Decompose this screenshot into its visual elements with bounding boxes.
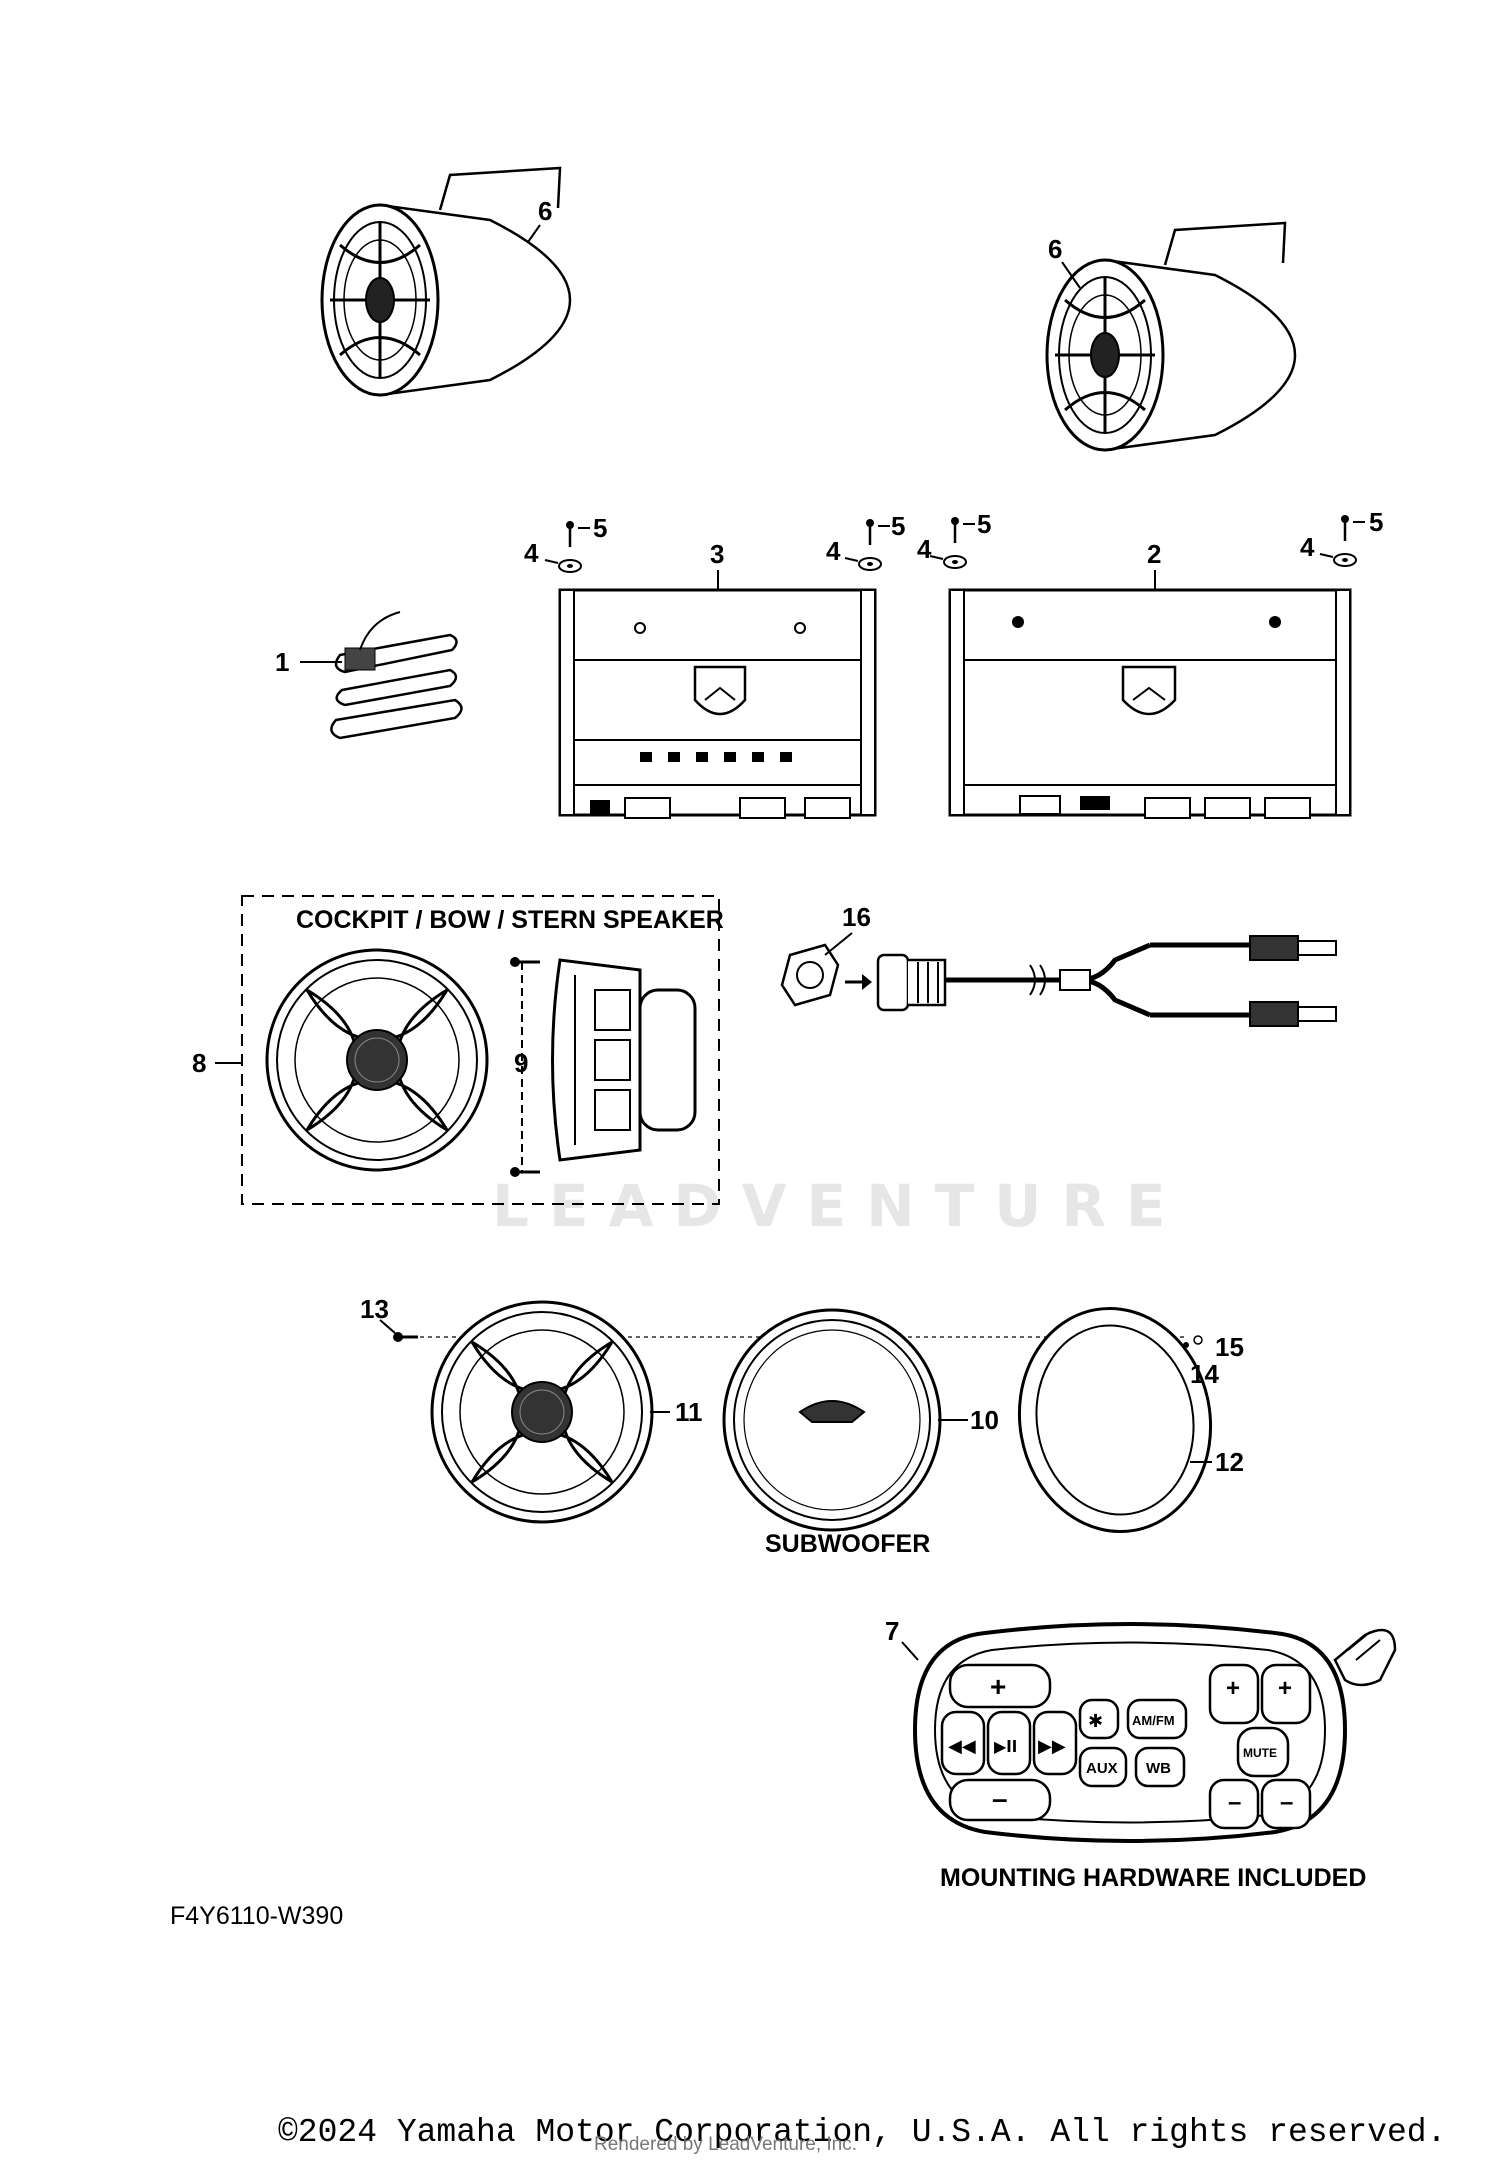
remote-mute-label: MUTE [1243, 1746, 1277, 1760]
callout-1: 1 [275, 647, 289, 677]
callout-4d: 4 [1300, 532, 1315, 562]
callout-3: 3 [710, 539, 724, 569]
callout-12: 12 [1215, 1447, 1244, 1477]
wiring-harness [330, 611, 463, 740]
svg-text:+: + [1278, 1675, 1292, 1702]
svg-text:▶▶: ▶▶ [1038, 1736, 1066, 1757]
mounting-hardware-label: MOUNTING HARDWARE INCLUDED [940, 1864, 1366, 1892]
remote-mute-button [1236, 1726, 1290, 1778]
callout-5b: 5 [891, 511, 905, 541]
speaker-grille-part-11 [430, 1300, 654, 1524]
callout-7: 7 [885, 1616, 899, 1646]
callout-6-right: 6 [1048, 234, 1062, 264]
svg-text:–: – [1280, 1789, 1293, 1816]
svg-text:–: – [992, 1783, 1008, 1814]
amplifier-part-3 [558, 588, 877, 819]
callout-13: 13 [360, 1294, 389, 1324]
svg-text:◀◀: ◀◀ [948, 1736, 976, 1757]
callout-9: 9 [514, 1048, 528, 1078]
callout-4b: 4 [826, 536, 841, 566]
remote-bluetooth-button [1078, 1698, 1120, 1740]
subwoofer-part-10 [722, 1308, 942, 1532]
amplifier-part-2 [948, 588, 1352, 819]
callout-5c: 5 [977, 509, 991, 539]
svg-text:+: + [990, 1671, 1006, 1702]
mounting-screws-part-9 [510, 957, 540, 1177]
copyright-notice: ©2024 Yamaha Motor Corporation, U.S.A. A… [278, 2114, 1447, 2151]
svg-text:▶ll: ▶ll [994, 1737, 1017, 1756]
svg-text:–: – [1228, 1789, 1241, 1816]
remote-control-part-7: + ◀◀ ▶ll ▶▶ – ✱ AM/FM AUX WB + + MUTE – [912, 1622, 1397, 1843]
washer-screw-set-3 [943, 515, 967, 569]
screw-part-13 [393, 1332, 418, 1342]
callout-4c: 4 [917, 534, 932, 564]
remote-wb-label: WB [1146, 1760, 1171, 1777]
cockpit-speaker-side [551, 958, 697, 1162]
cockpit-speaker-front [265, 948, 489, 1172]
callout-8: 8 [192, 1048, 206, 1078]
watermark-text: LEADVENTURE [492, 1172, 1186, 1240]
aux-cable-part-16 [780, 935, 1337, 1027]
washer-screw-set-4 [1333, 513, 1357, 567]
speaker-kit-label: COCKPIT / BOW / STERN SPEAKER [296, 906, 724, 934]
mounting-ring-part-12 [1017, 1306, 1213, 1534]
callout-11: 11 [675, 1397, 703, 1427]
tower-speaker-right [1045, 221, 1297, 452]
remote-aux-button [1078, 1746, 1128, 1788]
callout-5a: 5 [593, 513, 607, 543]
diagram-code: F4Y6110-W390 [170, 1902, 344, 1930]
callout-16: 16 [842, 902, 871, 932]
remote-wb-button [1134, 1746, 1186, 1788]
callout-10: 10 [970, 1405, 999, 1435]
remote-amfm-label: AM/FM [1132, 1713, 1175, 1728]
bluetooth-icon: ✱ [1088, 1711, 1103, 1732]
washer-screw-set-1 [558, 519, 582, 573]
callout-2: 2 [1147, 539, 1161, 569]
callout-6-left: 6 [538, 196, 552, 226]
tower-speaker-left [320, 166, 572, 397]
remote-aux-label: AUX [1086, 1760, 1118, 1777]
callout-15: 15 [1215, 1332, 1244, 1362]
callout-14: 14 [1190, 1359, 1219, 1389]
nut-parts-14-15 [1183, 1335, 1203, 1348]
callout-4a: 4 [524, 538, 539, 568]
callout-5d: 5 [1369, 507, 1383, 537]
speaker-kit-box [241, 895, 720, 1205]
remote-amfm-button [1126, 1698, 1188, 1740]
subwoofer-label: SUBWOOFER [765, 1530, 930, 1558]
svg-text:+: + [1226, 1675, 1240, 1702]
washer-screw-set-2 [858, 517, 882, 571]
rendered-by-credit: Rendered by LeadVenture, Inc. [594, 2134, 858, 2155]
